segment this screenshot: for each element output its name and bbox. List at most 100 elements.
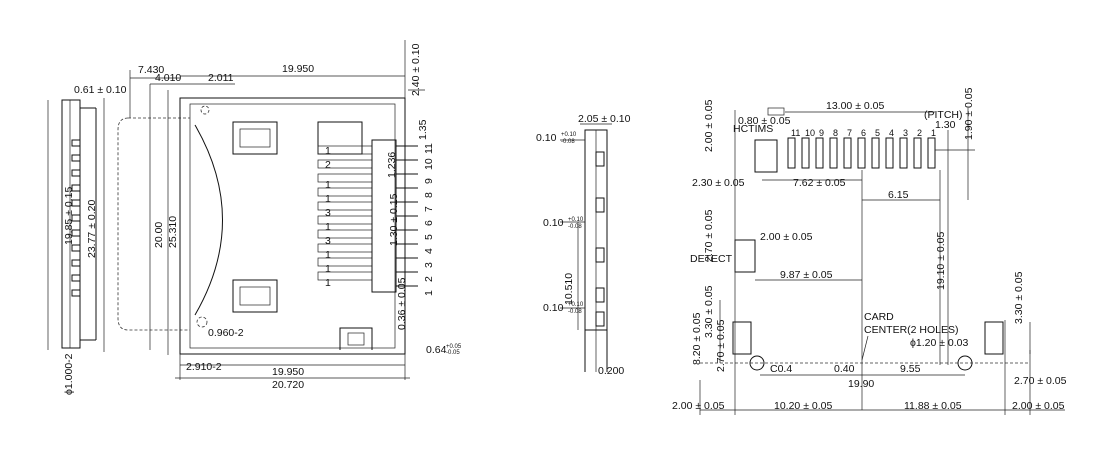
dim-064-tol-top: +0.05 bbox=[446, 344, 462, 350]
pin-number-5: 3 bbox=[325, 207, 331, 219]
center-label: CENTER(2 HOLES) bbox=[864, 324, 959, 336]
mount-pad-left bbox=[732, 321, 752, 355]
footprint-pad bbox=[899, 137, 908, 169]
dim-2000: 20.00 bbox=[153, 222, 165, 248]
dim-270-s: 2.70 ± 0.05 bbox=[715, 319, 727, 372]
dim-040: 0.40 bbox=[834, 363, 855, 375]
pin-number-2: 2 bbox=[325, 159, 331, 171]
dim-130-right: 1.30 bbox=[935, 119, 956, 131]
pin-number-8: 1 bbox=[325, 249, 331, 261]
dim-0200: 0.200 bbox=[598, 365, 624, 377]
dim-036: 0.36 ± 0.05 bbox=[396, 277, 408, 330]
dim-25310: 25.310 bbox=[167, 216, 179, 248]
connector-inner-frame bbox=[189, 103, 396, 349]
footprint-pad bbox=[843, 137, 852, 169]
dim-0960: 0.960-2 bbox=[208, 327, 244, 339]
mount-hole-left bbox=[196, 316, 208, 328]
middle-slot-4 bbox=[595, 287, 605, 303]
dim-010-c: 0.10 bbox=[543, 302, 564, 314]
dim-064-tol-bot: -0.05 bbox=[446, 350, 460, 356]
footprint-pad bbox=[885, 137, 894, 169]
dim-1990: 19.90 bbox=[848, 378, 874, 390]
connector-body bbox=[179, 97, 406, 355]
footprint-pad bbox=[857, 137, 866, 169]
pin-label-9: 9 bbox=[423, 178, 435, 184]
pin-number-4: 1 bbox=[325, 193, 331, 205]
middle-view-labels: 2.05 ± 0.10 0.10 +0.10 -0.08 0.10 +0.10 … bbox=[536, 113, 631, 377]
dim-230: 2.30 ± 0.05 bbox=[692, 177, 745, 189]
dim-010-b: 0.10 bbox=[543, 217, 564, 229]
dim-20720: 20.720 bbox=[272, 379, 304, 391]
footprint-pad bbox=[913, 137, 922, 169]
footprint-pad bbox=[927, 137, 936, 169]
right-footprint-view bbox=[699, 107, 1065, 415]
side-contact bbox=[71, 184, 81, 192]
latch-bottom-left-inner bbox=[239, 286, 271, 306]
footprint-pad bbox=[787, 137, 796, 169]
left-top-view bbox=[47, 40, 425, 380]
dim-010-a-tol-bot: -0.08 bbox=[561, 139, 575, 145]
left-view-labels: 7.430 4.010 2.011 19.950 0.61 ± 0.10 2.4… bbox=[63, 43, 462, 395]
detect-pad bbox=[734, 239, 756, 273]
dim-4010: 4.010 bbox=[155, 72, 181, 84]
hctims-pad bbox=[754, 139, 778, 173]
card-center-leader bbox=[861, 335, 869, 361]
pin-number-3: 1 bbox=[325, 179, 331, 191]
side-contact bbox=[71, 199, 81, 207]
pin-label-4: 4 bbox=[423, 248, 435, 254]
dim-19950-top: 19.950 bbox=[282, 63, 314, 75]
fp-pin-label-9: 9 bbox=[819, 128, 824, 138]
dim-010-b-tol-top: +0.10 bbox=[568, 217, 584, 223]
pin-number-labels: 1 2 1 1 3 1 3 1 1 1 bbox=[325, 145, 331, 289]
mount-hole-top bbox=[200, 105, 210, 115]
dim-064: 0.64 bbox=[426, 344, 447, 356]
dim-010-c-tol-bot: -0.08 bbox=[568, 309, 582, 315]
dim-330-r: 3.30 ± 0.05 bbox=[1013, 271, 1025, 324]
fp-pin-label-4: 4 bbox=[889, 128, 894, 138]
hctims-label: HCTIMS bbox=[733, 123, 773, 135]
dim-1000: ϕ1.000-2 bbox=[63, 353, 75, 395]
dim-2910: 2.910-2 bbox=[186, 361, 222, 373]
dim-190: 1.90 ± 0.05 bbox=[963, 87, 975, 140]
side-contact bbox=[71, 229, 81, 237]
dim-120: ϕ1.20 ± 0.03 bbox=[910, 337, 969, 349]
dim-10510: 10.510 bbox=[563, 273, 575, 305]
middle-slot-1 bbox=[595, 151, 605, 167]
side-contact bbox=[71, 289, 81, 297]
dim-19950-bottom: 19.950 bbox=[272, 366, 304, 378]
side-contact bbox=[71, 214, 81, 222]
dim-2011: 2.011 bbox=[208, 72, 234, 84]
dim-200-v: 2.00 ± 0.05 bbox=[703, 99, 715, 152]
fp-pin-label-11: 11 bbox=[791, 128, 800, 138]
c04-label: C0.4 bbox=[770, 363, 792, 375]
mount-pad-right bbox=[984, 321, 1004, 355]
footprint-pad bbox=[871, 137, 880, 169]
dim-270-r: 2.70 ± 0.05 bbox=[1014, 375, 1067, 387]
dim-010-b-tol-bot: -0.08 bbox=[568, 224, 582, 230]
side-contact bbox=[71, 139, 81, 147]
dim-762: 7.62 ± 0.05 bbox=[793, 177, 846, 189]
pin-label-6: 6 bbox=[423, 220, 435, 226]
dim-010-a-tol-top: +0.10 bbox=[561, 132, 577, 138]
footprint-pad bbox=[829, 137, 838, 169]
dim-1188: 11.88 ± 0.05 bbox=[904, 400, 962, 412]
left-side-view bbox=[61, 99, 97, 349]
dim-010-a: 0.10 bbox=[536, 132, 557, 144]
pin-number-1: 1 bbox=[325, 145, 331, 157]
card-curve bbox=[194, 124, 223, 316]
fp-pin-label-3: 3 bbox=[903, 128, 908, 138]
fp-pin-label-5: 5 bbox=[875, 128, 880, 138]
switch-feature-inner bbox=[347, 332, 365, 346]
middle-side-view bbox=[560, 123, 612, 372]
pin-label-7: 7 bbox=[423, 206, 435, 212]
fp-pin-label-7: 7 bbox=[847, 128, 852, 138]
side-profile-body bbox=[61, 99, 81, 349]
dim-1910: 19.10 ± 0.05 bbox=[935, 232, 947, 290]
card-label: CARD bbox=[864, 311, 894, 323]
detect-label: DETECT bbox=[690, 253, 733, 265]
fp-pin-label-6: 6 bbox=[861, 128, 866, 138]
pin-label-5: 5 bbox=[423, 234, 435, 240]
dim-1020: 10.20 ± 0.05 bbox=[774, 400, 832, 412]
dim-955: 9.55 bbox=[900, 363, 921, 375]
